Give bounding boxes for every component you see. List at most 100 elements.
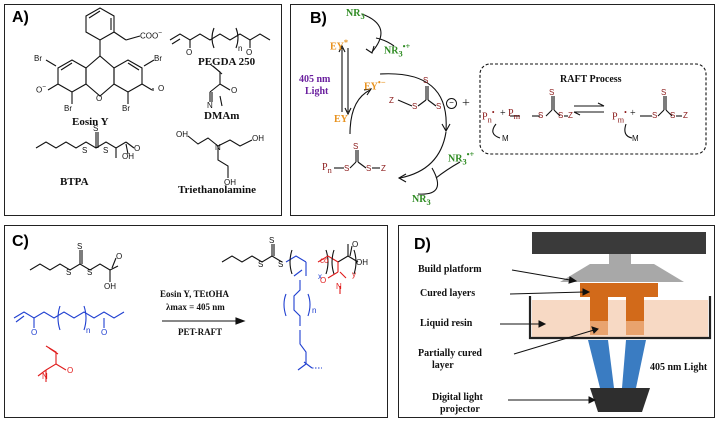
eosin-o-ketone: O bbox=[158, 84, 165, 93]
condition-wavelength: λmax = 405 nm bbox=[166, 302, 225, 312]
condition-method: PET-RAFT bbox=[178, 327, 223, 337]
build-platform-shape bbox=[560, 264, 684, 282]
prod-x: x bbox=[318, 272, 322, 281]
tt-z: Z bbox=[389, 96, 394, 105]
tea-oh-2: OH bbox=[252, 134, 264, 143]
panel-a-label: A) bbox=[12, 9, 29, 26]
ey-ground: EY bbox=[334, 114, 348, 125]
panel-c bbox=[4, 225, 388, 418]
c-pegda-o1: O bbox=[31, 328, 38, 337]
vat-walls bbox=[528, 296, 712, 340]
tea-n: N bbox=[215, 143, 221, 152]
pegda-chain bbox=[169, 33, 271, 41]
c-btpa-s1: S bbox=[77, 242, 83, 251]
panel-d bbox=[398, 225, 715, 418]
btpa-skeleton bbox=[35, 141, 127, 149]
product-s-1: S bbox=[344, 164, 350, 173]
label-partially-cured-2: layer bbox=[432, 360, 454, 371]
c-btpa-s3: S bbox=[87, 268, 93, 277]
cured-layer-top bbox=[580, 283, 658, 297]
tt-minus-circle: − bbox=[446, 98, 457, 109]
dmam-name: DMAm bbox=[204, 110, 240, 122]
raft-pm-1: Pm bbox=[508, 108, 521, 121]
label-liquid-resin: Liquid resin bbox=[420, 318, 473, 329]
nr3-bottom: NR3 bbox=[412, 194, 431, 207]
btpa-s-1: S bbox=[93, 124, 99, 133]
printer-top-bar bbox=[532, 232, 706, 254]
raft-s-6: S bbox=[670, 111, 676, 120]
c-pegda-o2: O bbox=[101, 328, 108, 337]
panel-d-label: D) bbox=[414, 236, 431, 253]
panel-b bbox=[290, 4, 715, 216]
projector-shape bbox=[590, 388, 650, 412]
raft-m-2: M bbox=[632, 134, 639, 143]
plus-sign: + bbox=[462, 96, 470, 111]
prod-y: y bbox=[352, 270, 356, 279]
eosin-br-2: Br bbox=[154, 54, 162, 63]
product-z: Z bbox=[381, 164, 386, 173]
label-projector-2: projector bbox=[440, 404, 480, 415]
ey-radical-anion: EY•− bbox=[364, 78, 386, 93]
c-btpa-oh: OH bbox=[104, 282, 116, 291]
partially-cured-right bbox=[626, 321, 644, 335]
light-beam-right bbox=[622, 340, 646, 388]
dmam-n: N bbox=[207, 101, 213, 110]
label-partially-cured-1: Partially cured bbox=[418, 348, 482, 359]
product-s-3: S bbox=[366, 164, 372, 173]
product-pn: Pn bbox=[322, 162, 332, 175]
raft-m-1: M bbox=[502, 134, 509, 143]
btpa-o: O bbox=[134, 144, 141, 153]
btpa-oh: OH bbox=[122, 152, 134, 161]
panel-c-label: C) bbox=[12, 233, 29, 250]
c-btpa-o: O bbox=[116, 252, 123, 261]
eosin-y-name: Eosin Y bbox=[72, 116, 109, 128]
raft-s-5: S bbox=[661, 88, 667, 97]
btpa-s-2: S bbox=[82, 146, 88, 155]
eosin-br-3: Br bbox=[64, 104, 72, 113]
c-dmam-o: O bbox=[67, 366, 74, 375]
dmam-o: O bbox=[231, 86, 238, 95]
eosin-o-minus: O− bbox=[36, 84, 47, 95]
pegda-name: PEGDA 250 bbox=[198, 56, 256, 68]
pegda-o-1: O bbox=[186, 48, 193, 57]
condition-catalyst: Eosin Y, TEtOHA bbox=[160, 289, 229, 299]
prod-s3: S bbox=[278, 260, 284, 269]
nr3-rad-top: NR3•+ bbox=[384, 42, 411, 59]
nr3-top: NR3 bbox=[346, 8, 365, 21]
c-pegda-n: n bbox=[86, 326, 91, 335]
raft-pn-1: Pn• bbox=[482, 108, 495, 125]
pegda-sub-n: n bbox=[238, 44, 243, 53]
tea-skeleton bbox=[187, 135, 219, 147]
label-build-platform: Build platform bbox=[418, 264, 482, 275]
btpa-s-3: S bbox=[103, 146, 109, 155]
tea-oh-3: OH bbox=[224, 178, 236, 187]
prod-co: co bbox=[320, 256, 329, 265]
eosin-coo-label: COO− bbox=[140, 30, 163, 41]
tt-s3: S bbox=[436, 102, 442, 111]
tt-s2: S bbox=[423, 76, 429, 85]
raft-s-1: S bbox=[538, 111, 544, 120]
prod-s2: S bbox=[258, 260, 264, 269]
eosin-br-4: Br bbox=[122, 104, 130, 113]
eosin-o-ring: O bbox=[96, 94, 103, 103]
prod-n-sub: n bbox=[312, 306, 317, 315]
label-405nm-light: 405 nm Light bbox=[650, 362, 708, 373]
raft-plus-2: + bbox=[630, 108, 636, 119]
tea-name: Triethanolamine bbox=[178, 184, 257, 196]
raft-plus-1: + bbox=[500, 108, 506, 119]
raft-z-1: Z bbox=[568, 111, 573, 120]
raft-z-2: Z bbox=[683, 111, 688, 120]
light-beam-left bbox=[588, 340, 614, 388]
raft-process-title: RAFT Process bbox=[560, 74, 622, 85]
light-405-2: Light bbox=[305, 86, 329, 97]
prod-s1: S bbox=[269, 236, 275, 245]
raft-pm-2: Pm• bbox=[612, 108, 627, 125]
product-s-2: S bbox=[353, 142, 359, 151]
pegda-o-2: O bbox=[246, 48, 253, 57]
prod-o: O bbox=[352, 240, 359, 249]
panel-a bbox=[4, 4, 282, 216]
tea-oh-1: OH bbox=[176, 130, 188, 139]
